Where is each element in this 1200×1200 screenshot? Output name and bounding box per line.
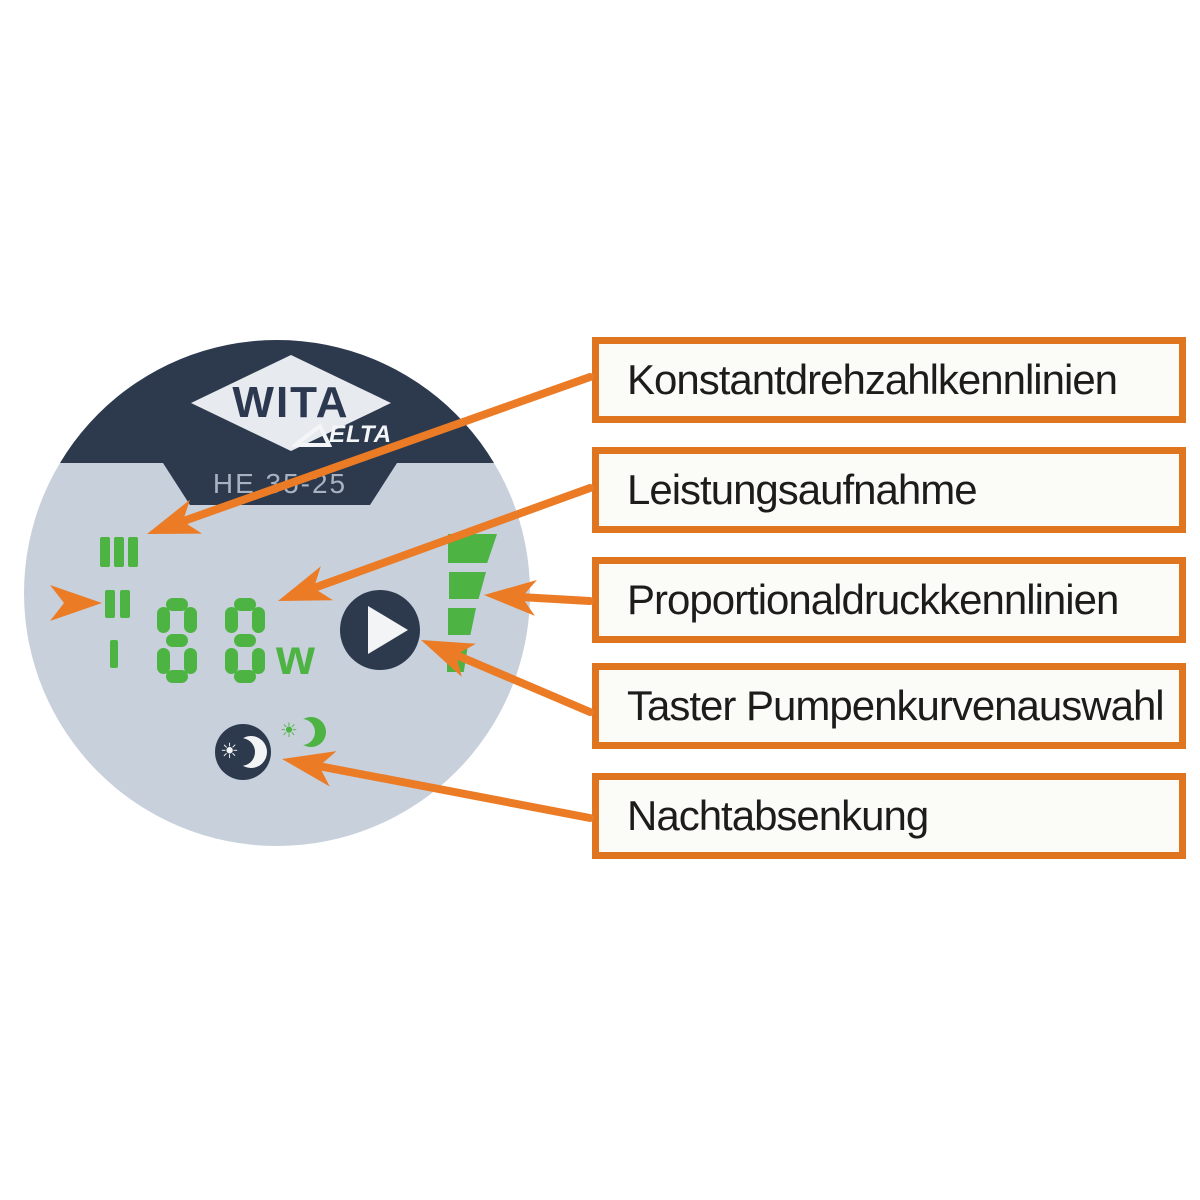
- green-moon-icon: [289, 717, 326, 747]
- night-setback-led: ☀: [278, 713, 330, 757]
- speed-bar: [114, 537, 124, 567]
- night-setback-button[interactable]: ☀: [215, 724, 271, 780]
- model-label: HE 35-25: [212, 468, 348, 499]
- delta-triangle-icon: [292, 422, 332, 447]
- speed-bar: [105, 590, 115, 618]
- speed-level-i-indicator: [110, 640, 118, 668]
- pressure-bar: [448, 608, 476, 635]
- label-text: Leistungsaufnahme: [627, 466, 978, 513]
- sun-icon: ☀: [220, 739, 239, 763]
- pressure-bar: [449, 572, 486, 599]
- arrow-proportionaldruck-line: [517, 593, 594, 605]
- delta-logo: ELTA: [292, 422, 392, 448]
- label-proportionaldruckkennlinien: Proportionaldruckkennlinien: [592, 557, 1186, 643]
- speed-level-ii-indicator: [105, 590, 130, 618]
- pressure-bar: [448, 534, 497, 563]
- pump-curve-select-button[interactable]: [340, 590, 420, 670]
- speed-bar: [120, 590, 130, 618]
- moon-icon: [227, 736, 267, 768]
- speed-bar: [110, 640, 118, 668]
- speed-bar: [128, 537, 138, 567]
- brand-sub-name: ELTA: [329, 421, 393, 448]
- seven-segment-digit: [157, 598, 197, 683]
- label-text: Konstantdrehzahlkennlinien: [627, 356, 1118, 403]
- speed-bar: [100, 537, 110, 567]
- green-sun-icon: ☀: [280, 718, 298, 742]
- watt-unit: w: [276, 629, 315, 685]
- label-konstantdrehzahlkennlinien: Konstantdrehzahlkennlinien: [592, 337, 1186, 423]
- label-taster-pumpenkurvenauswahl: Taster Pumpenkurvenauswahl: [592, 663, 1186, 749]
- label-text: Nachtabsenkung: [627, 792, 929, 839]
- label-text: Taster Pumpenkurvenauswahl: [627, 682, 1165, 729]
- label-nachtabsenkung: Nachtabsenkung: [592, 773, 1186, 859]
- pump-face: WITA ELTA HE 35-25 w ☀ ☀: [24, 340, 530, 846]
- label-text: Proportionaldruckkennlinien: [627, 576, 1119, 623]
- seven-segment-digit: [225, 598, 265, 683]
- speed-level-iii-indicator: [100, 537, 138, 567]
- pressure-bar: [447, 645, 468, 672]
- label-leistungsaufnahme: Leistungsaufnahme: [592, 447, 1186, 533]
- play-icon: [368, 606, 408, 654]
